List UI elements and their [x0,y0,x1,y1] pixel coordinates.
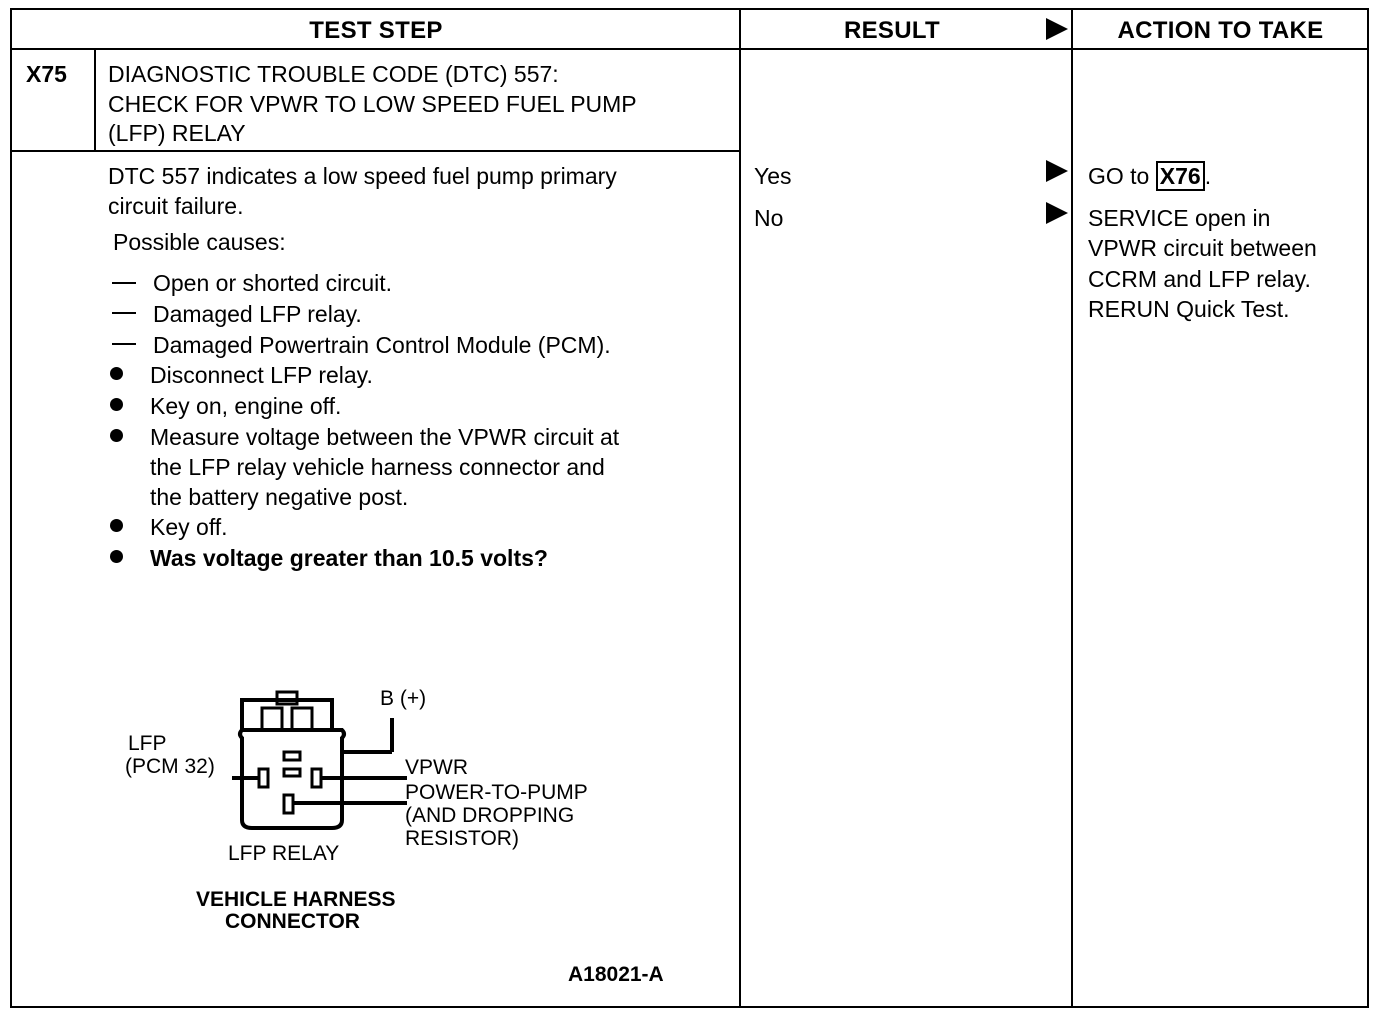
terminal-vpwr [310,767,323,789]
diagnostic-table: TEST STEP RESULT ACTION TO TAKE X75 DIAG… [10,8,1369,1008]
label-b-plus: B (+) [380,687,427,710]
header-action: ACTION TO TAKE [1117,17,1324,44]
step-title-line-3: (LFP) RELAY [108,120,246,146]
terminal-b [282,750,302,762]
intro-line-1: DTC 557 indicates a low speed fuel pump … [108,163,617,189]
action-yes: GO to X76. [1088,161,1211,191]
action-no-line-4: RERUN Quick Test. [1088,296,1290,322]
relay-connector-diagram [232,690,407,830]
instruction-4: Key off. [150,514,228,540]
step-id: X75 [26,61,67,87]
intro-line-2: circuit failure. [108,193,244,219]
action-yes-suffix: . [1204,163,1212,189]
caption-line-1: VEHICLE HARNESS [196,888,396,911]
result-no-arrow-icon [1046,202,1068,224]
bullet-icon [110,429,123,442]
label-relay: LFP RELAY [228,842,340,865]
action-no-line-2: VPWR circuit between [1088,235,1317,261]
result-yes-arrow-icon [1046,160,1068,182]
instruction-3-line-2: the LFP relay vehicle harness connector … [150,454,605,480]
column-divider-1 [739,10,741,1006]
header-test-step: TEST STEP [309,17,443,44]
column-divider-2 [1071,10,1073,1006]
label-power-line-2: (AND DROPPING [405,804,575,827]
label-lfp: LFP [128,732,167,755]
step-title-line-1: DIAGNOSTIC TROUBLE CODE (DTC) 557: [108,61,559,87]
cause-2: Damaged LFP relay. [153,301,362,327]
connector-latch-outline [240,698,334,730]
instruction-3-line-1: Measure voltage between the VPWR circuit… [150,424,620,450]
instruction-question: Was voltage greater than 10.5 volts? [150,545,548,571]
bullet-icon [110,550,123,563]
caption-line-2: CONNECTOR [225,910,360,933]
header-arrow-icon [1046,18,1068,40]
connector-latch-top [275,690,299,706]
instruction-1: Disconnect LFP relay. [150,362,373,388]
label-power-line-1: POWER-TO-PUMP [405,781,588,804]
cause-3: Damaged Powertrain Control Module (PCM). [153,332,611,358]
cause-1: Open or shorted circuit. [153,270,393,296]
step-id-divider [94,48,96,152]
instruction-2: Key on, engine off. [150,393,342,419]
title-divider [12,150,741,152]
dash-icon [112,312,136,314]
action-yes-ref[interactable]: X76 [1155,161,1205,191]
step-title-line-2: CHECK FOR VPWR TO LOW SPEED FUEL PUMP [108,91,637,117]
terminal-power [282,793,295,815]
figure-id: A18021-A [568,963,664,986]
action-no-line-1: SERVICE open in [1088,205,1271,231]
terminal-mid [282,767,302,778]
instruction-3-line-3: the battery negative post. [150,484,409,510]
action-no-line-3: CCRM and LFP relay. [1088,266,1311,292]
header-result: RESULT [843,17,941,44]
bullet-icon [110,398,123,411]
action-yes-prefix: GO to [1088,163,1150,189]
terminal-lfp [257,767,270,789]
label-power-line-3: RESISTOR) [405,827,519,850]
dash-icon [112,343,136,345]
connector-body [238,728,346,830]
label-vpwr: VPWR [405,756,468,779]
dash-icon [112,282,136,284]
bullet-icon [110,367,123,380]
connector-latch-tabs [260,706,314,730]
possible-causes-label: Possible causes: [113,229,286,255]
result-no: No [754,205,784,231]
bullet-icon [110,519,123,532]
label-pcm: (PCM 32) [125,755,215,778]
header-divider [12,48,1369,50]
result-yes: Yes [754,163,792,189]
